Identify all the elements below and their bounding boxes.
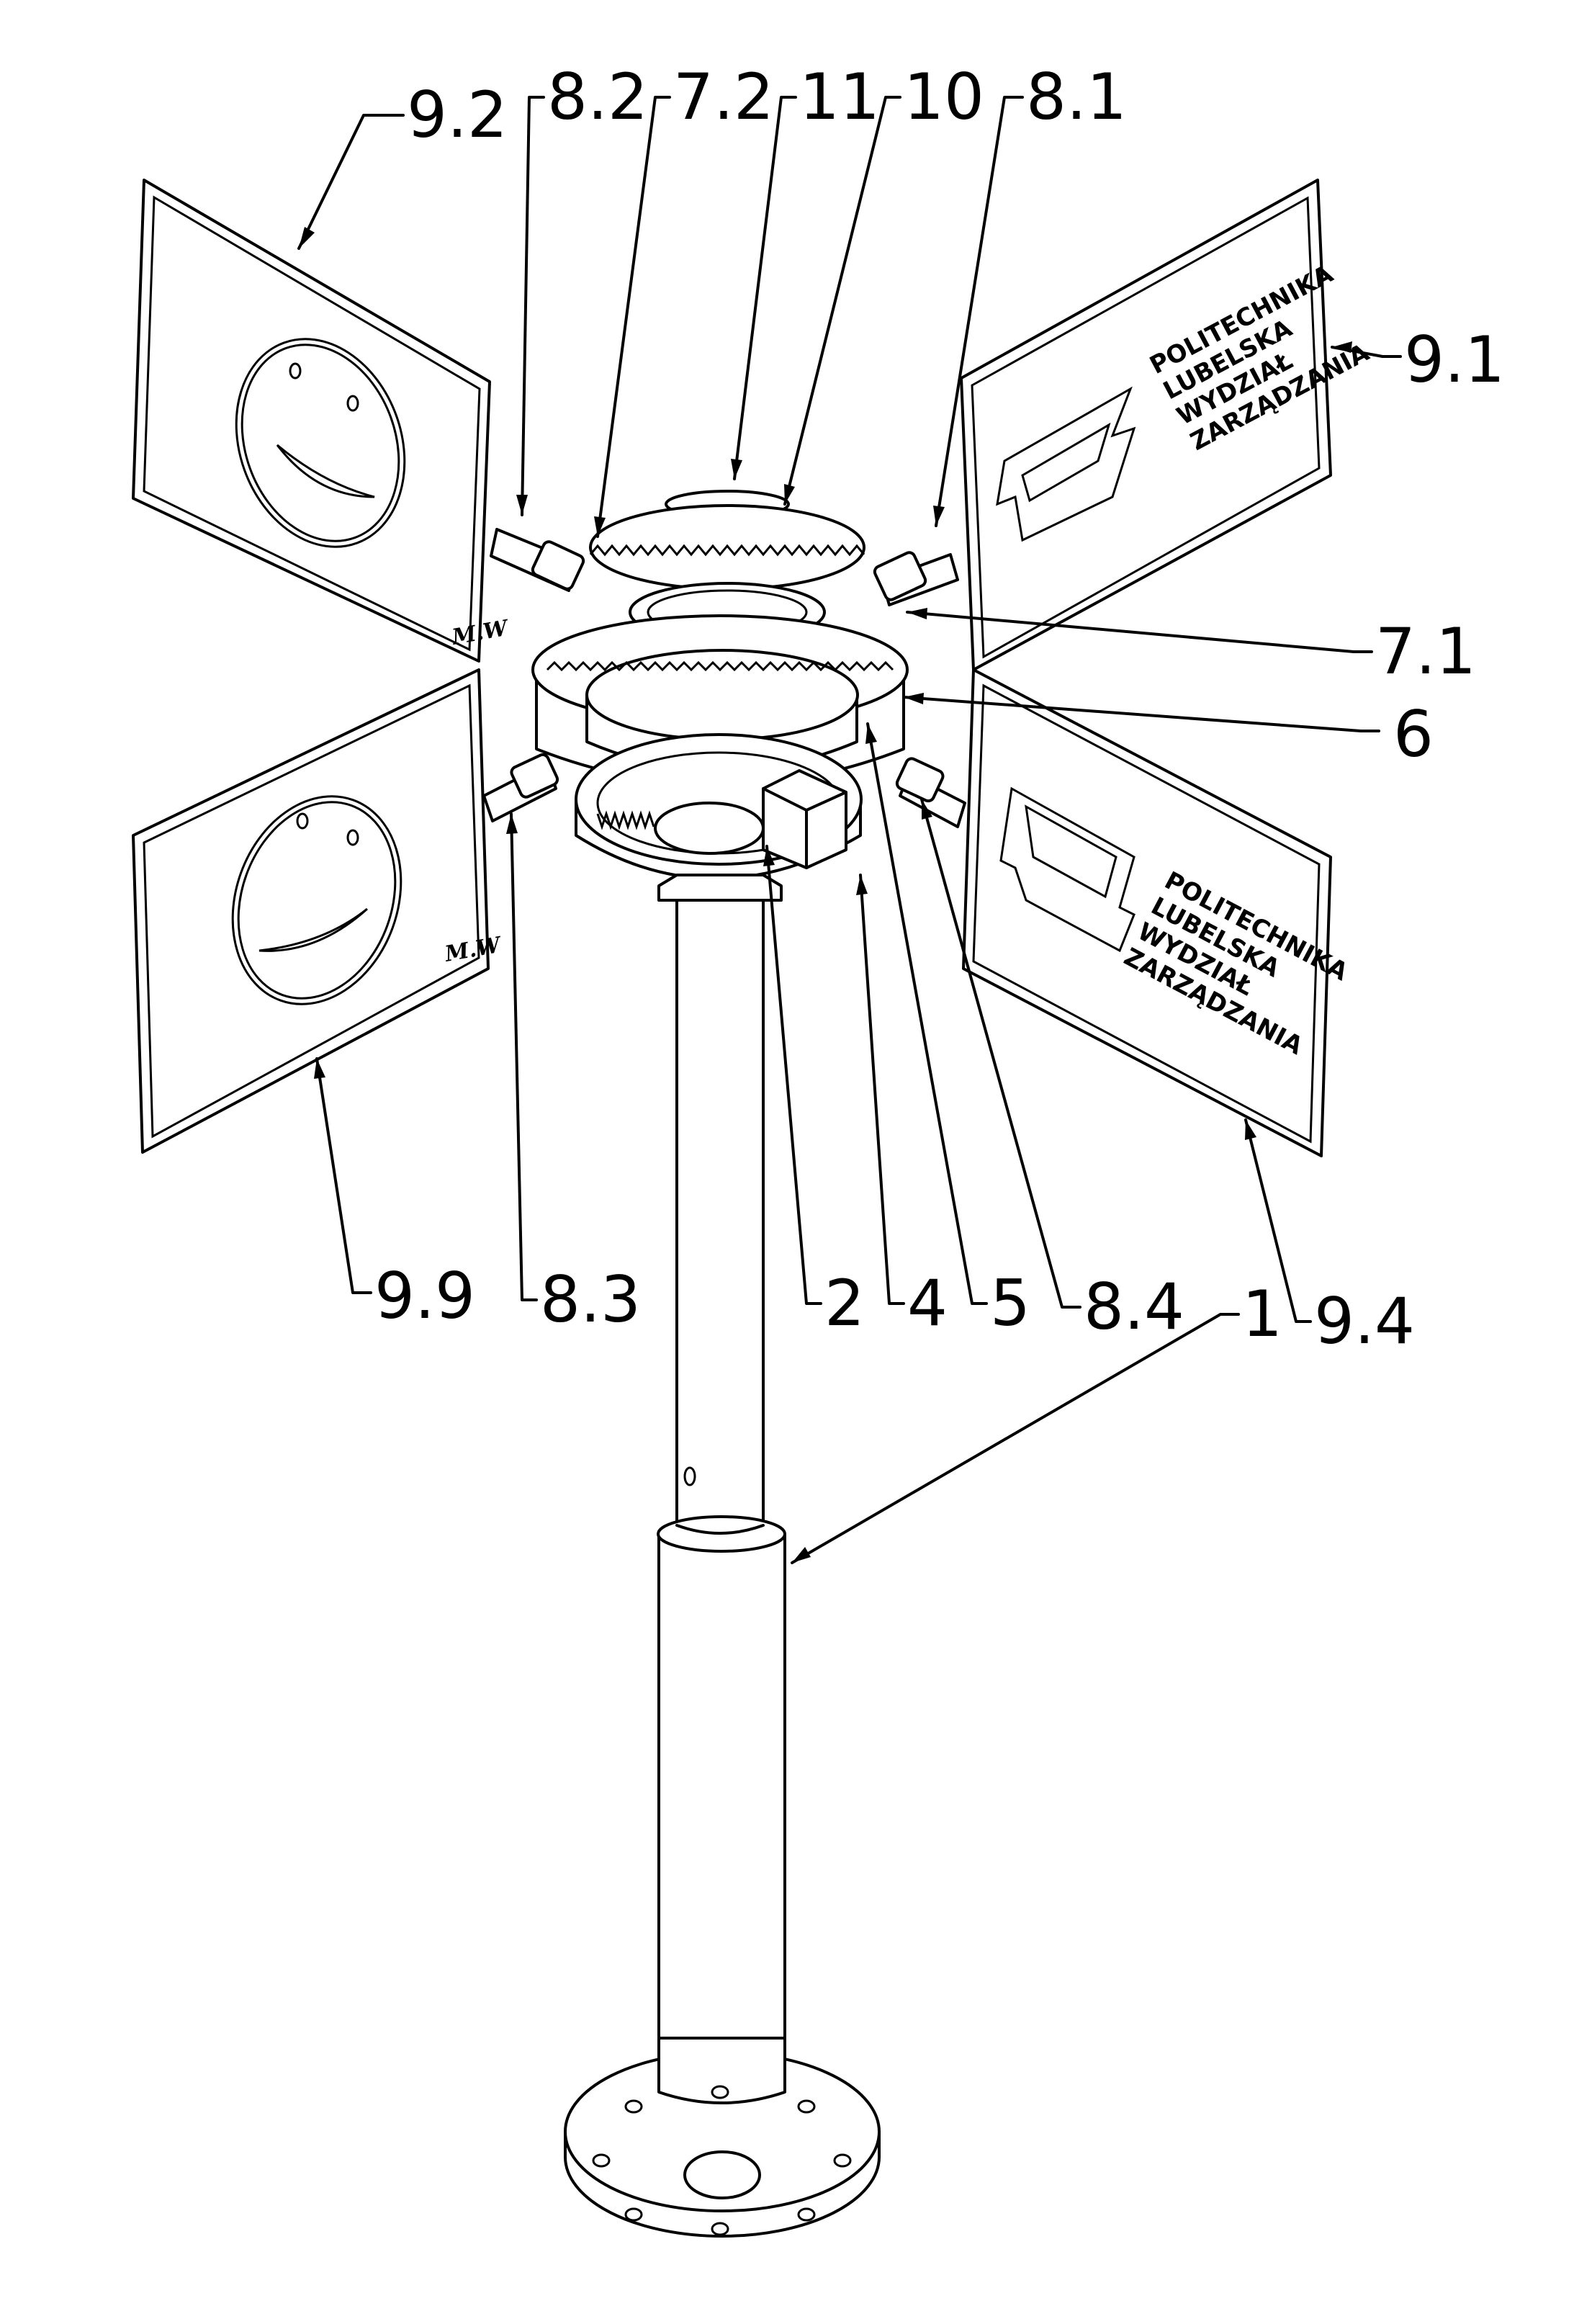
label-8-1: 8.1	[1026, 60, 1127, 134]
label-8-3: 8.3	[540, 1262, 641, 1337]
reference-labels: 9.2 8.2 7.2 11 10 8.1 9.1 7.1 6 9.9 8.3 …	[374, 60, 1505, 1358]
panel-upper-right-logo: POLITECHNIKA LUBELSKA WYDZIAŁ ZARZĄDZANI…	[960, 179, 1375, 671]
label-2: 2	[824, 1266, 865, 1340]
label-10: 10	[904, 60, 984, 134]
label-7-1: 7.1	[1375, 614, 1476, 688]
panel-upper-left-smiley: M.W	[132, 179, 512, 663]
label-6: 6	[1393, 697, 1434, 771]
flange-bolt-holes	[592, 2085, 852, 2236]
label-9-4: 9.4	[1314, 1284, 1415, 1358]
label-1: 1	[1242, 1277, 1282, 1351]
panel-arms	[482, 528, 966, 828]
label-8-4: 8.4	[1084, 1270, 1184, 1344]
label-11: 11	[799, 60, 880, 134]
label-7-2: 7.2	[673, 60, 774, 134]
leader-lines	[297, 96, 1402, 1564]
label-9-1: 9.1	[1404, 323, 1505, 397]
label-8-2: 8.2	[547, 60, 648, 134]
label-9-9: 9.9	[374, 1259, 475, 1333]
label-9-2: 9.2	[407, 78, 508, 152]
hub-assembly	[531, 490, 909, 902]
label-5: 5	[990, 1266, 1030, 1340]
panel-lower-right-logo: POLITECHNIKA LUBELSKA WYDZIAŁ ZARZĄDZANI…	[962, 668, 1353, 1157]
support-pole	[564, 892, 881, 2238]
label-4: 4	[907, 1266, 948, 1340]
